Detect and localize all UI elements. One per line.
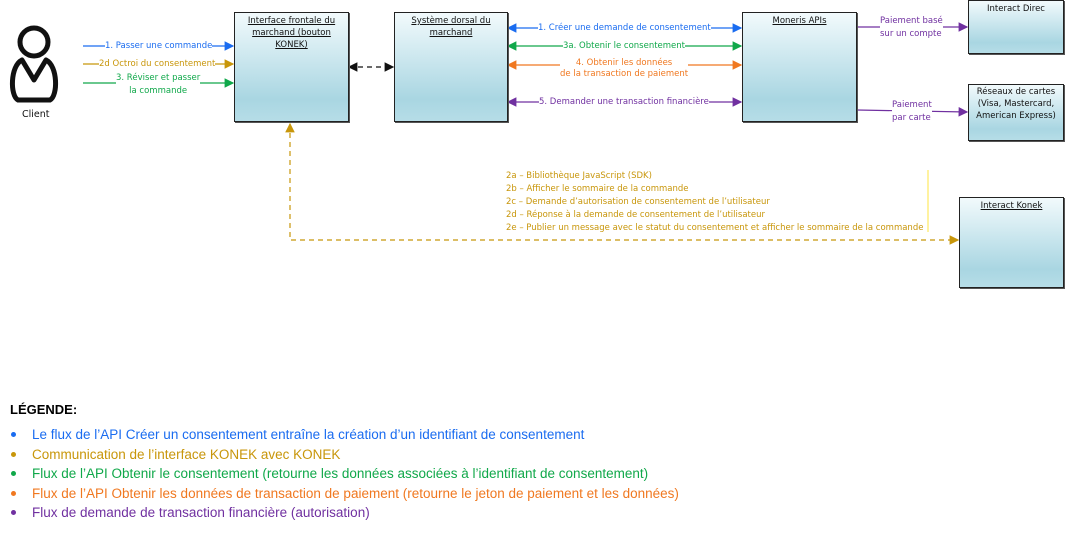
card-networks-box: Réseaux de cartes (Visa, Mastercard, Ame… [968, 84, 1064, 141]
box-title: Système dorsal du marchand [411, 16, 491, 38]
label-line: Paiement [892, 100, 932, 110]
label-card-payment: Paiement par carte [892, 99, 932, 125]
legend-item-blue: Le flux de l’API Créer un consentement e… [10, 425, 679, 445]
merchant-backend-box: Système dorsal du marchand [394, 12, 508, 122]
note-line: 2e – Publier un message avec le statut d… [506, 223, 924, 233]
legend-item-gold: Communication de l’interface KONEK avec … [10, 445, 679, 465]
client-label: Client [22, 109, 50, 120]
arrow-konek-comm [285, 122, 960, 245]
legend-item-orange: Flux de l’API Obtenir les données de tra… [10, 484, 679, 504]
user-icon [10, 25, 58, 103]
note-line: 2c – Demande d’autorisation de consentem… [506, 197, 770, 207]
box-title: Interface frontale du marchand (bouton K… [247, 16, 336, 50]
label-line: sur un compte [880, 29, 942, 39]
label-place-order: 1. Passer une commande [105, 40, 213, 52]
note-line: 2a – Bibliothèque JavaScript (SDK) [506, 171, 652, 181]
legend-item-purple: Flux de demande de transaction financièr… [10, 503, 679, 523]
label-review-order: 3. Réviser et passer la commande [116, 72, 201, 98]
label-line: par carte [892, 113, 931, 123]
label-account-payment: Paiement basé sur un compte [880, 15, 943, 41]
label-get-consent: 3a. Obtenir le consentement [563, 40, 686, 52]
box-title: Moneris APIs [772, 16, 827, 26]
legend: LÉGENDE: Le flux de l’API Créer un conse… [10, 402, 679, 523]
box-title: Réseaux de cartes (Visa, Mastercard, Ame… [976, 87, 1056, 121]
legend-item-green: Flux de l’API Obtenir le consentement (r… [10, 464, 679, 484]
label-create-consent: 1. Créer une demande de consentement [538, 22, 711, 34]
label-line: de la transaction de paiement [560, 69, 689, 79]
note-line: 2b – Afficher le sommaire de la commande [506, 184, 689, 194]
label-line: la commande [129, 86, 188, 96]
label-line: 4. Obtenir les données [575, 58, 673, 68]
label-line: Paiement basé [880, 16, 943, 26]
interac-direct-box: Interact Direc [968, 0, 1064, 54]
box-title: Interact Direc [987, 4, 1045, 14]
moneris-apis-box: Moneris APIs [742, 12, 857, 122]
box-title: Interact Konek [980, 201, 1043, 211]
interac-konek-box: Interact Konek [959, 197, 1064, 288]
note-line: 2d – Réponse à la demande de consentemen… [506, 210, 765, 220]
merchant-frontend-box: Interface frontale du marchand (bouton K… [234, 12, 349, 122]
legend-title: LÉGENDE: [10, 402, 78, 417]
label-financial-tx: 5. Demander une transaction financière [539, 96, 709, 108]
konek-steps-notes: 2a – Bibliothèque JavaScript (SDK) 2b – … [506, 170, 923, 235]
label-consent-grant: 2d Octroi du consentement [99, 58, 216, 70]
label-line: 3. Réviser et passer [116, 73, 201, 83]
